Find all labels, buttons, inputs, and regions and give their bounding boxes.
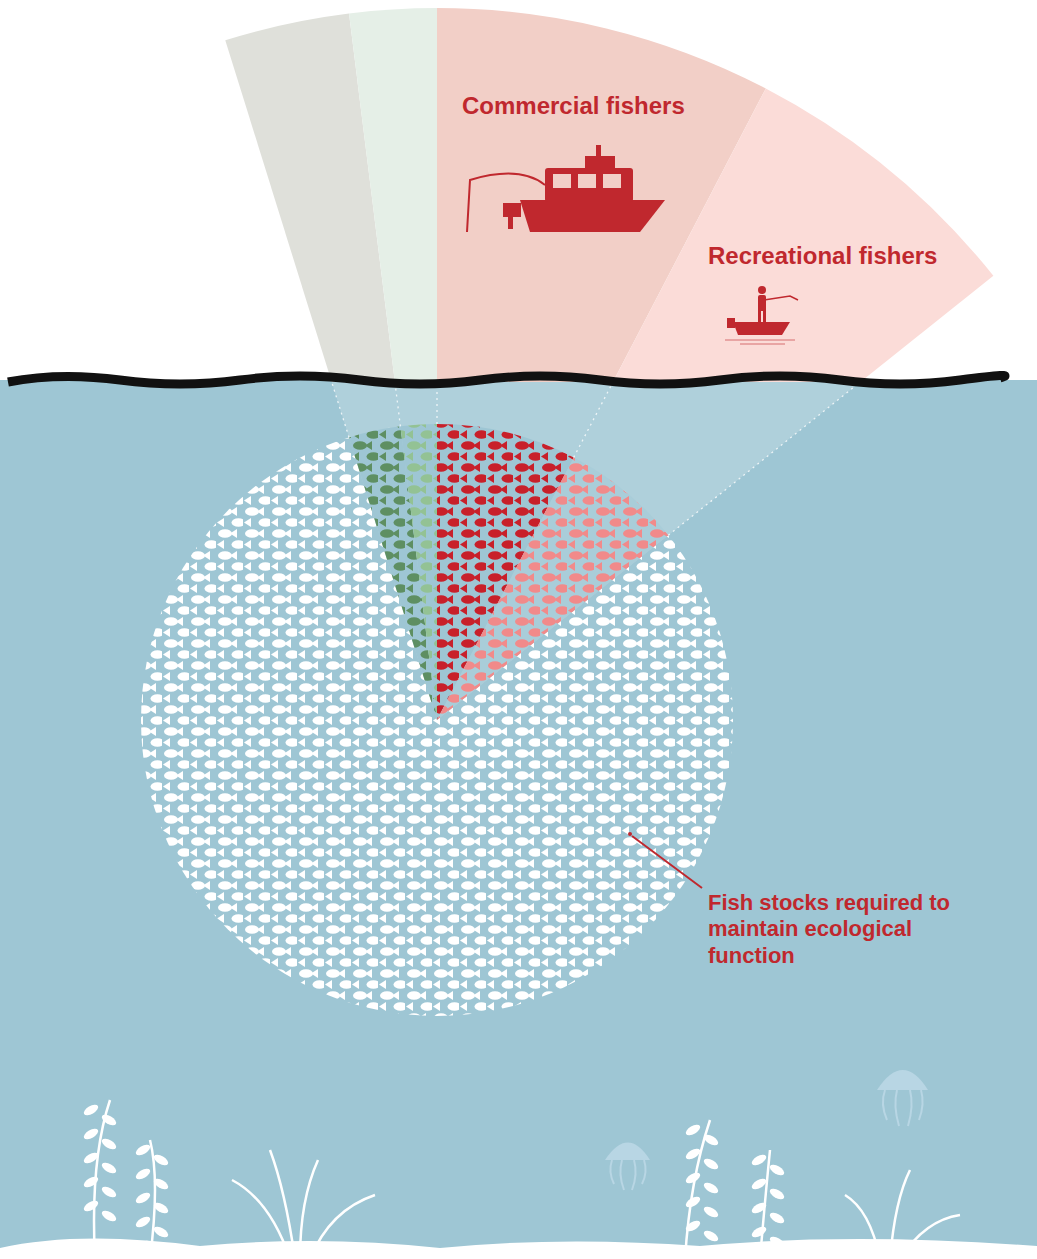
seaweed-leaf — [750, 1177, 768, 1192]
leader-dot — [628, 832, 632, 836]
seaweed-leaf — [134, 1191, 152, 1206]
fish-sector-veil — [437, 457, 668, 720]
sea-floor — [0, 1238, 1037, 1259]
seaweed-leaf — [768, 1211, 786, 1226]
seaweed-leaf — [702, 1157, 720, 1172]
fan-sector — [437, 88, 993, 382]
seaweed-leaf — [134, 1215, 152, 1230]
jellyfish — [605, 1070, 928, 1160]
seaweed-leaf — [768, 1163, 786, 1178]
seaweed-leaf — [702, 1229, 720, 1244]
seaweed-leaf — [134, 1167, 152, 1182]
seaweed-leaf — [82, 1199, 100, 1214]
fish-stock-circle — [141, 424, 733, 1016]
dotted-guide — [436, 382, 437, 424]
dotted-guide — [574, 382, 613, 457]
seaweed-leaf — [82, 1127, 100, 1142]
dotted-guide — [668, 382, 860, 535]
seaweed-leaf — [100, 1185, 118, 1200]
seaweed-leaf — [684, 1195, 702, 1210]
fish-sector — [400, 424, 437, 720]
seaweed-leaf — [702, 1205, 720, 1220]
sector-label: Recreational fishers — [708, 242, 1008, 271]
seaweed-leaves — [82, 1103, 786, 1259]
sector-label: Commercial fishers — [462, 92, 712, 121]
seaweed-leaf — [100, 1161, 118, 1176]
commercial-boat-icon — [467, 145, 665, 232]
seaweed-leaf — [100, 1137, 118, 1152]
water — [0, 380, 1037, 1259]
seaweed — [94, 1100, 960, 1259]
seaweed-leaf — [134, 1143, 152, 1158]
seaweed-leaf — [100, 1113, 118, 1128]
seaweed-leaf — [82, 1103, 100, 1118]
seaweed-leaf — [152, 1225, 170, 1240]
fish-sector — [437, 457, 668, 720]
seaweed-leaf — [152, 1153, 170, 1168]
catch-fan — [225, 8, 993, 382]
seaweed-leaf — [82, 1175, 100, 1190]
seaweed-leaf — [152, 1201, 170, 1216]
seaweed-leaf — [702, 1133, 720, 1148]
fan-sector — [349, 8, 437, 382]
seaweed-leaf — [100, 1209, 118, 1224]
seaweed-leaf — [702, 1181, 720, 1196]
seaweed-leaf — [768, 1187, 786, 1202]
water-surface — [8, 375, 1005, 384]
seaweed-leaf — [750, 1225, 768, 1240]
seaweed-leaf — [750, 1153, 768, 1168]
seaweed-leaf — [152, 1177, 170, 1192]
dotted-guides — [332, 382, 861, 535]
jellyfish-tentacles — [610, 1090, 922, 1190]
dotted-guide — [395, 382, 401, 426]
seaweed-leaf — [82, 1151, 100, 1166]
seaweed-leaf — [684, 1123, 702, 1138]
leader-line — [632, 836, 702, 888]
fish-sector-ground — [400, 424, 437, 720]
callout-label: Fish stocks required to maintain ecologi… — [708, 890, 998, 969]
seaweed-leaf — [750, 1201, 768, 1216]
catch-slices — [349, 424, 668, 720]
seaweed-leaf — [684, 1219, 702, 1234]
dotted-guide — [332, 382, 349, 437]
fish-sector-ground — [437, 457, 668, 720]
seaweed-leaf — [684, 1147, 702, 1162]
recreational-boat-icon — [725, 286, 798, 344]
seaweed-leaf — [684, 1171, 702, 1186]
